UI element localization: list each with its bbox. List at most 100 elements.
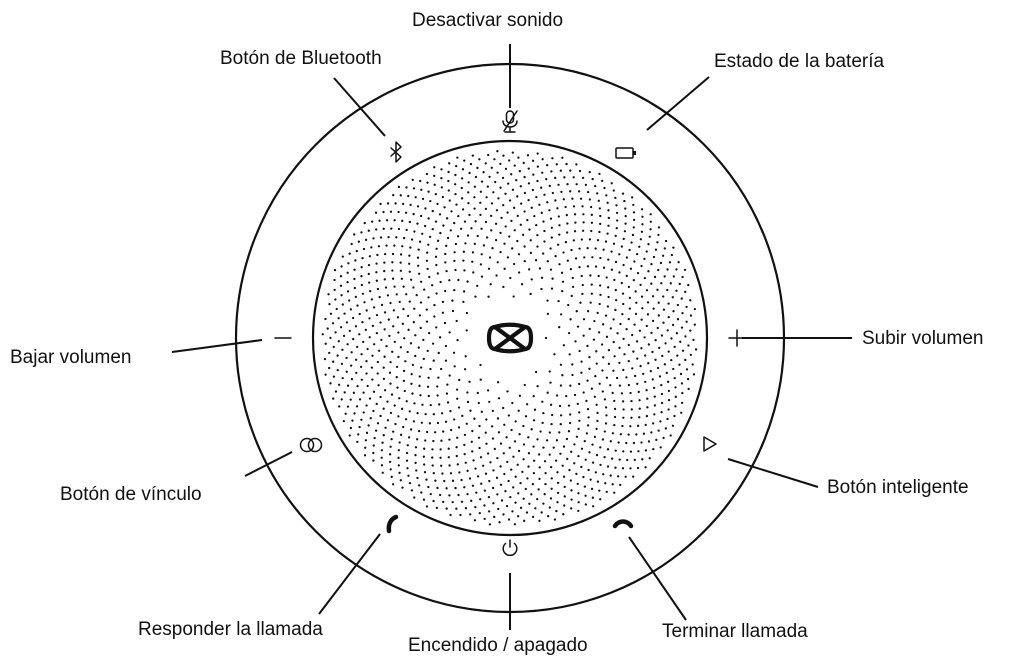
grille-dot bbox=[405, 186, 408, 189]
grille-dot bbox=[509, 276, 512, 280]
grille-dot bbox=[458, 378, 461, 382]
grille-dot bbox=[451, 309, 455, 313]
grille-dot bbox=[422, 498, 426, 501]
grille-dot bbox=[621, 400, 625, 403]
grille-dot bbox=[632, 278, 635, 282]
grille-dot bbox=[497, 431, 501, 434]
grille-dot bbox=[389, 445, 392, 448]
grille-dot bbox=[454, 268, 457, 272]
grille-dot bbox=[341, 348, 344, 351]
grille-dot bbox=[546, 260, 549, 263]
grille-dot bbox=[665, 371, 668, 375]
grille-dot bbox=[438, 336, 442, 339]
grille-dot bbox=[366, 384, 369, 388]
grille-dot bbox=[506, 390, 509, 393]
grille-dot bbox=[357, 240, 360, 243]
grille-dot bbox=[527, 452, 531, 455]
grille-dot bbox=[479, 213, 482, 217]
grille-dot bbox=[506, 460, 509, 464]
grille-dot bbox=[660, 401, 664, 405]
grille-dot bbox=[381, 471, 384, 474]
grille-dot bbox=[382, 366, 385, 369]
grille-dot bbox=[589, 205, 593, 209]
grille-dot bbox=[382, 407, 385, 410]
grille-dot bbox=[609, 440, 612, 443]
grille-dot bbox=[624, 207, 627, 210]
grille-dot bbox=[487, 267, 491, 270]
grille-dot bbox=[385, 219, 389, 222]
grille-dot bbox=[606, 305, 610, 308]
grille-dot bbox=[453, 251, 456, 254]
grille-dot bbox=[408, 270, 411, 273]
grille-dot bbox=[388, 334, 391, 338]
grille-dot bbox=[419, 301, 423, 304]
grille-dot bbox=[440, 177, 443, 180]
grille-dot bbox=[642, 372, 645, 375]
grille-dot bbox=[470, 227, 473, 230]
grille-dot bbox=[466, 469, 469, 472]
grille-dot bbox=[559, 452, 562, 455]
grille-dot bbox=[416, 205, 420, 208]
grille-dot bbox=[389, 468, 392, 471]
grille-dot bbox=[614, 308, 617, 312]
grille-dot bbox=[618, 253, 621, 256]
grille-dot bbox=[463, 269, 466, 272]
grille-dot bbox=[582, 221, 585, 224]
grille-dot bbox=[662, 436, 665, 440]
grille-dot bbox=[332, 345, 335, 349]
grille-dot bbox=[680, 382, 684, 385]
grille-dot bbox=[519, 185, 522, 188]
grille-dot bbox=[618, 271, 621, 274]
grille-dot bbox=[649, 370, 652, 373]
grille-dot bbox=[472, 271, 475, 274]
grille-dot bbox=[392, 483, 395, 486]
grille-dot bbox=[370, 246, 373, 249]
grille-dot bbox=[644, 380, 647, 384]
grille-dot bbox=[409, 342, 413, 345]
grille-dot bbox=[467, 201, 470, 205]
grille-dot bbox=[612, 189, 615, 192]
grille-dot bbox=[328, 366, 331, 370]
grille-dot bbox=[671, 296, 674, 299]
grille-dot bbox=[618, 384, 622, 387]
grille-dot bbox=[391, 350, 394, 353]
grille-dot bbox=[359, 365, 363, 369]
grille-dot bbox=[485, 418, 488, 421]
grille-dot bbox=[494, 222, 498, 225]
grille-dot bbox=[614, 234, 617, 238]
grille-dot bbox=[498, 521, 501, 524]
grille-dot bbox=[583, 485, 586, 488]
grille-dot bbox=[444, 261, 447, 264]
grille-dot bbox=[557, 300, 560, 303]
grille-dot bbox=[395, 376, 398, 379]
grille-dot bbox=[518, 394, 522, 397]
grille-dot bbox=[622, 237, 625, 241]
grille-dot bbox=[686, 377, 690, 381]
grille-dot bbox=[605, 276, 608, 279]
leader-battery bbox=[646, 76, 710, 131]
grille-dot bbox=[433, 166, 436, 169]
grille-dot bbox=[339, 284, 343, 287]
grille-dot bbox=[570, 489, 573, 492]
grille-dot bbox=[652, 447, 655, 451]
grille-dot bbox=[433, 183, 436, 186]
grille-dot bbox=[383, 261, 386, 264]
grille-dot bbox=[552, 446, 555, 449]
grille-dot bbox=[670, 337, 673, 340]
grille-dot bbox=[457, 406, 461, 409]
grille-dot bbox=[447, 456, 450, 459]
grille-dot bbox=[393, 219, 396, 222]
grille-dot bbox=[562, 344, 565, 347]
grille-dot bbox=[503, 242, 506, 245]
grille-dot bbox=[636, 382, 639, 385]
grille-dot bbox=[647, 343, 650, 346]
grille-dot bbox=[629, 467, 632, 470]
grille-dot bbox=[590, 283, 593, 286]
grille-dot bbox=[502, 406, 505, 410]
grille-dot bbox=[402, 379, 406, 383]
grille-dot bbox=[479, 378, 482, 381]
grille-dot bbox=[556, 501, 559, 504]
grille-dot bbox=[391, 252, 395, 256]
grille-dot bbox=[516, 214, 519, 218]
